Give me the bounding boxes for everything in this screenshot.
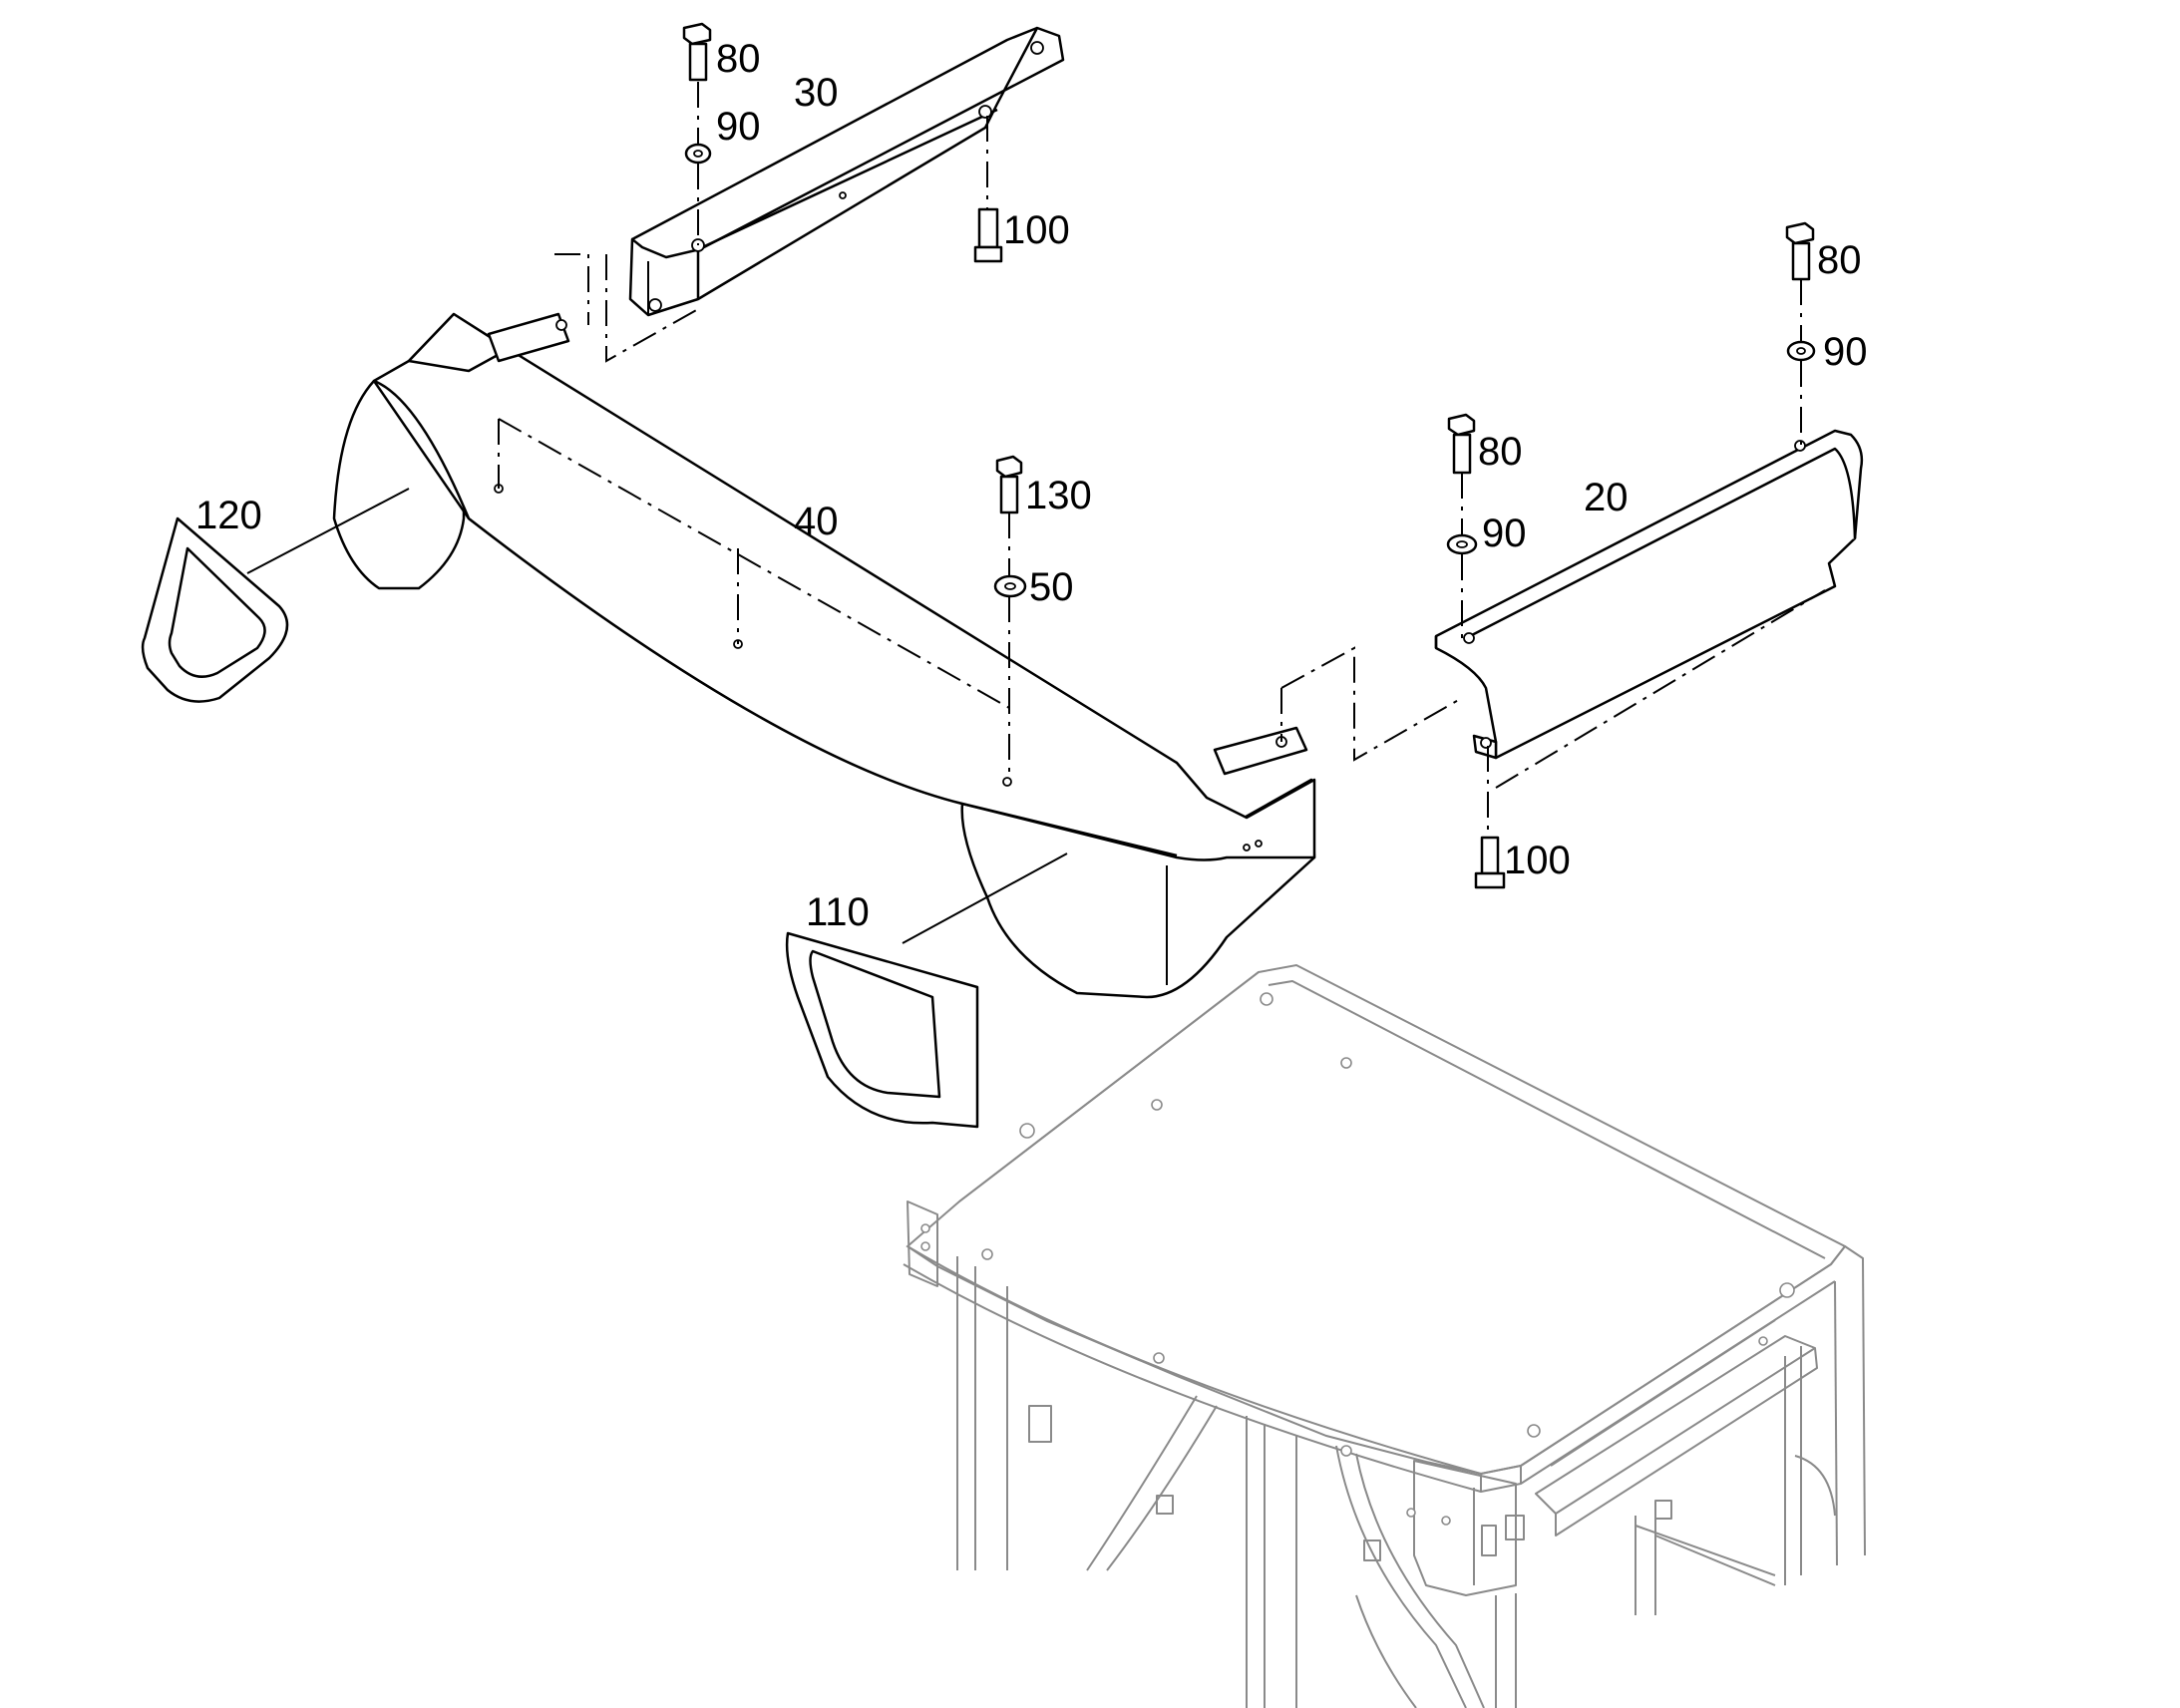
callout-100-lower: 100: [1504, 839, 1571, 882]
part-110-trim: [785, 931, 979, 1129]
callout-80-right: 80: [1817, 238, 1862, 282]
callout-100-top: 100: [1003, 208, 1070, 252]
assembly-lines: [498, 82, 1826, 838]
callout-90-top: 90: [716, 105, 761, 149]
callout-50: 50: [1029, 565, 1074, 609]
bolt-80-right: [1785, 221, 1815, 281]
callout-90-right: 90: [1823, 330, 1868, 374]
leader-lines: [246, 488, 1068, 944]
callout-80-mid: 80: [1478, 430, 1523, 474]
bolt-80-top: [682, 22, 712, 82]
part-20-cover: [1434, 429, 1864, 760]
callout-120: 120: [195, 494, 262, 537]
part-120-trim: [141, 516, 289, 703]
callout-130: 130: [1025, 474, 1092, 517]
part-40-cover: [332, 312, 1316, 999]
bolt-100-top: [973, 207, 1003, 263]
callout-110: 110: [806, 890, 870, 934]
callout-40: 40: [794, 500, 839, 543]
bolt-80-mid: [1447, 413, 1476, 475]
bolt-130: [995, 455, 1023, 514]
callout-20: 20: [1584, 476, 1629, 519]
cab-structure: [903, 963, 1866, 1708]
callout-80-top: 80: [716, 37, 761, 81]
bolt-100-lower: [1474, 836, 1506, 889]
callout-30: 30: [794, 71, 839, 115]
part-30-bracket: [628, 26, 1065, 317]
callout-90-mid: 90: [1482, 512, 1527, 555]
